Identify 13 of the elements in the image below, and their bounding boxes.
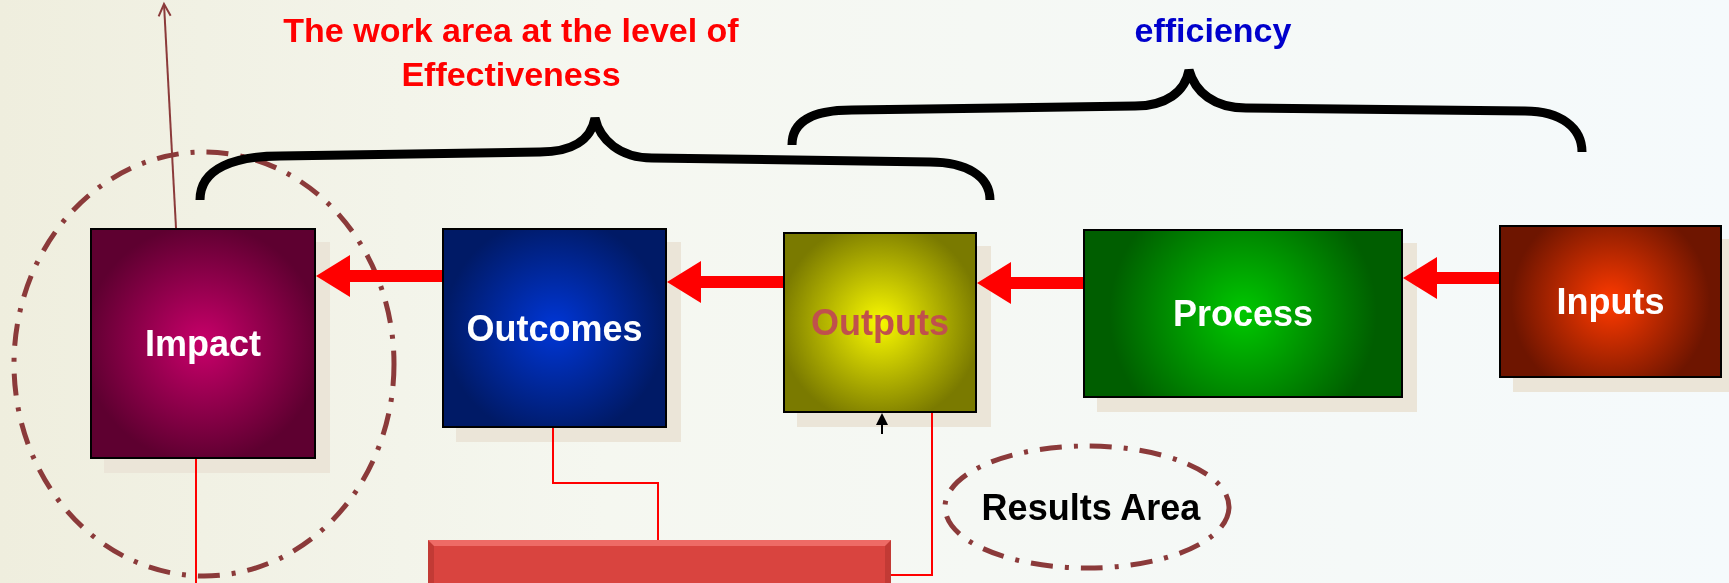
arrow xyxy=(876,413,888,435)
arrow xyxy=(667,261,783,303)
arrow xyxy=(316,255,442,297)
arrow xyxy=(1403,257,1499,299)
heading-label: The work area at the level of Effectiveness xyxy=(282,10,740,95)
connector-line xyxy=(552,427,659,541)
connector-line xyxy=(890,412,933,576)
connector-line xyxy=(195,458,197,583)
bar-shape xyxy=(428,540,891,583)
results-area-ellipse: Results Area xyxy=(942,443,1232,571)
arrow xyxy=(157,3,177,229)
heading-label: efficiency xyxy=(1133,10,1293,51)
arrow xyxy=(977,262,1083,304)
